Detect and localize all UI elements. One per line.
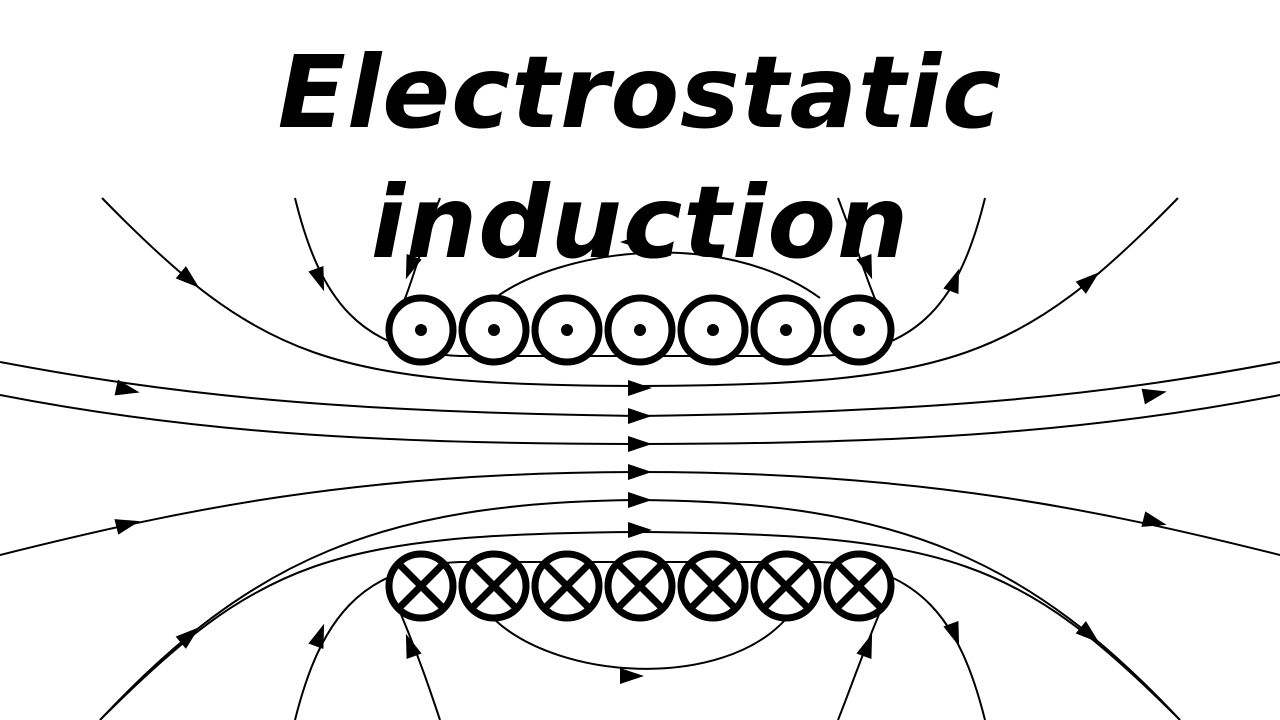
field-arrow [114,379,140,396]
field-line [399,611,441,720]
bottom-conductor-row [385,550,895,622]
field-line [837,611,881,720]
field-line [99,499,641,720]
dot-center [707,324,719,336]
field-line [639,197,1179,387]
field-arrow [628,492,652,508]
field-line [639,499,1181,720]
cross-mark [542,561,592,611]
field-arrow [628,408,652,424]
cross-mark [469,561,519,611]
field-arrow [620,668,644,684]
field-line [639,531,1181,720]
field-arrow [628,522,652,538]
field-arrow [1075,621,1100,643]
page-title: Electrostatic induction [277,34,1003,281]
top-conductor-row [385,294,895,366]
dot-center [488,324,500,336]
field-arrow [1141,511,1167,527]
field-arrow [628,464,652,480]
dot-center [853,324,865,336]
dot-center [634,324,646,336]
field-arrow [856,633,873,660]
dot-center [780,324,792,336]
field-line [101,197,641,387]
field-line [639,361,1280,417]
cross-mark [396,561,446,611]
field-arrow [628,436,652,452]
cross-mark [688,561,738,611]
field-arrows [114,234,1167,684]
field-arrow [620,234,644,250]
field-arrow [405,253,422,280]
field-line [0,471,641,556]
field-line [639,471,1280,556]
field-line [639,394,1280,445]
cross-mark [615,561,665,611]
field-arrow [175,627,200,649]
field-arrow [1075,272,1100,294]
field-arrow [943,268,960,295]
field-arrow [308,623,325,650]
field-arrow [405,633,422,660]
field-arrow [114,519,140,535]
field-arrow [175,266,200,288]
field-line [494,251,821,299]
field-line [0,361,641,417]
field-arrow [628,380,652,396]
field-line [494,619,786,670]
field-arrow [856,253,873,280]
field-line [99,531,641,720]
cross-mark [834,561,884,611]
dot-center [561,324,573,336]
cross-mark [761,561,811,611]
field-line [0,394,641,445]
field-line [837,197,881,311]
field-arrow [943,620,960,647]
dot-center [415,324,427,336]
field-arrow [1141,388,1167,405]
field-arrow [308,265,325,292]
field-line [399,197,441,311]
